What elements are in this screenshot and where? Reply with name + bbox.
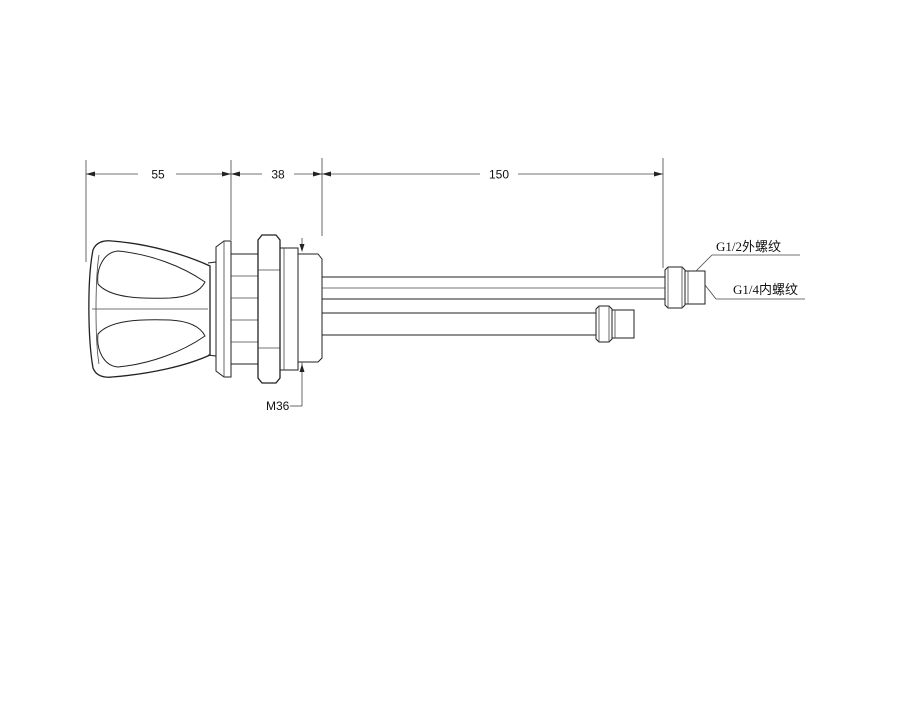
dimension-body: 38 [231, 158, 323, 236]
dimension-label-150: 150 [489, 168, 509, 182]
upper-pipe [322, 276, 665, 300]
inner-thread-callout: G1/4内螺纹 [704, 282, 805, 300]
valve-body [215, 234, 323, 384]
dimension-label-38: 38 [271, 168, 285, 182]
thread-size-label: M36 [266, 399, 290, 413]
lower-fitting [595, 305, 635, 343]
lower-pipe [322, 312, 596, 336]
outer-thread-callout: G1/2外螺纹 [695, 239, 800, 272]
dimension-label-55: 55 [151, 168, 165, 182]
outer-thread-label: G1/2外螺纹 [716, 239, 781, 254]
upper-fitting [664, 266, 706, 309]
faucet-handle [88, 240, 217, 378]
dimension-handle: 55 [85, 160, 232, 262]
thread-size-callout: M36 [266, 238, 305, 413]
dimension-pipe: 150 [322, 158, 664, 268]
inner-thread-label: G1/4内螺纹 [733, 282, 798, 297]
